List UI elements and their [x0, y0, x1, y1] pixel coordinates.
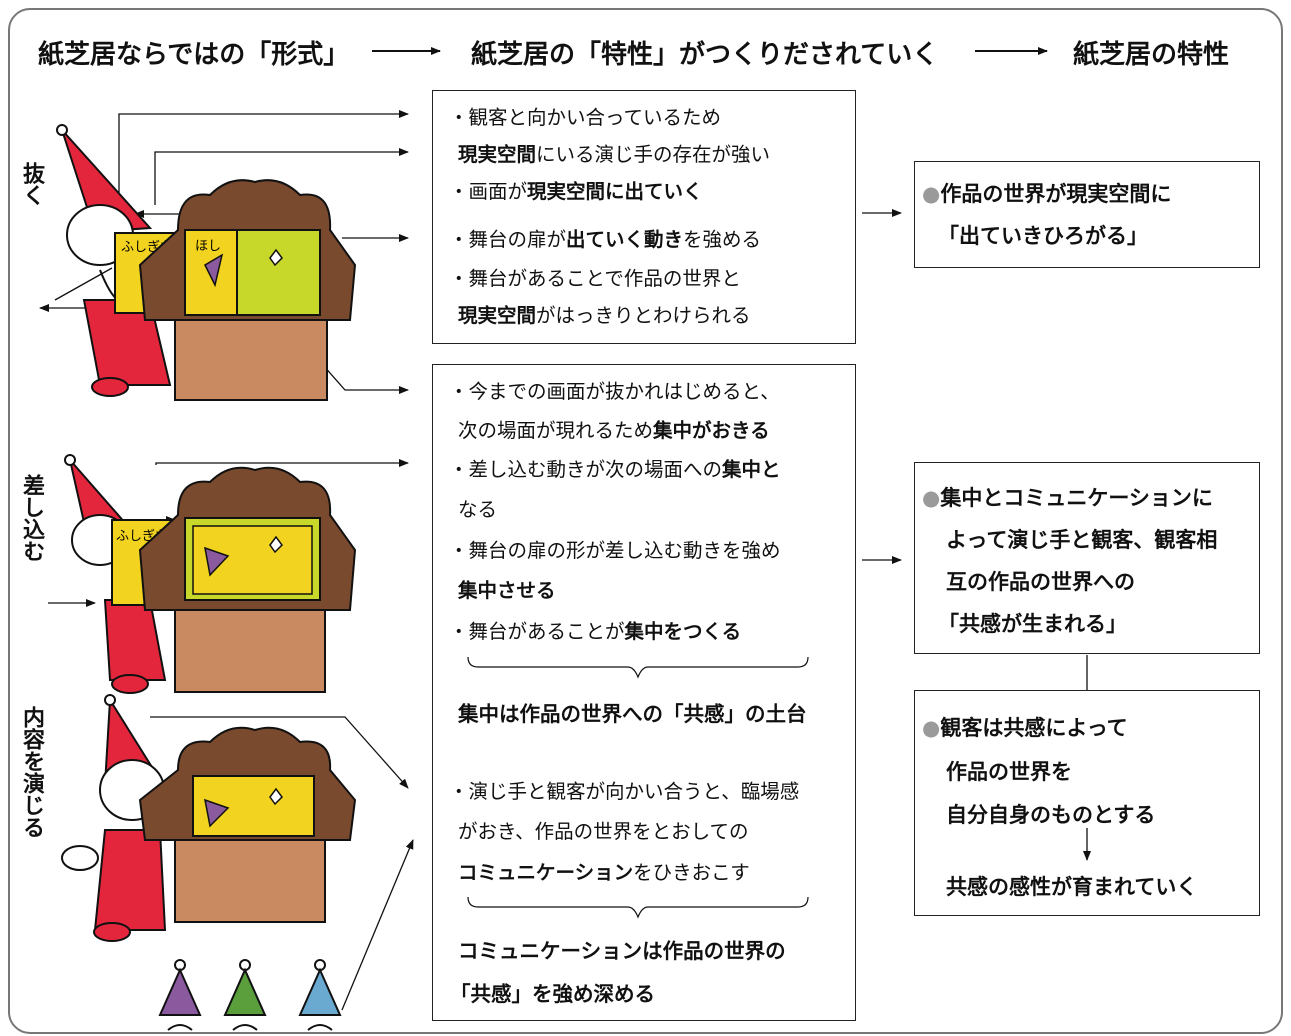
box1-line1: ・観客と向かい合っているため	[449, 106, 722, 129]
label-sashikomu: 差し込む	[19, 474, 44, 562]
box-empathy-nurtured	[914, 690, 1260, 916]
brace-2	[467, 896, 809, 919]
box2-line5: ・舞台の扉の形が差し込む動きを強め	[449, 539, 781, 562]
right3-line4: 共感の感性が育まれていく	[946, 875, 1198, 899]
gnome-3	[61, 694, 167, 942]
outer-frame	[8, 8, 1283, 1034]
stage-2	[138, 466, 357, 693]
right3-line2: 作品の世界を	[946, 760, 1072, 784]
header-characteristics-created: 紙芝居の「特性」がつくりだされていく	[471, 40, 939, 70]
box-empathy-born	[914, 462, 1260, 654]
header-form: 紙芝居ならではの「形式」	[38, 40, 350, 70]
audience-green	[223, 959, 267, 1031]
box-nuku-effects	[432, 90, 856, 344]
box-spread-out	[914, 161, 1260, 268]
audience-purple	[158, 959, 202, 1031]
right2-line3: 互の作品の世界への	[946, 570, 1135, 594]
box1-line3: ・画面が現実空間に出ていく	[449, 180, 703, 203]
box2-summary2a: コミュニケーションは作品の世界の	[458, 939, 786, 963]
box-concentration-effects	[432, 364, 856, 1021]
right3-line3: 自分自身のものとする	[946, 803, 1156, 827]
box2-line6: 集中させる	[458, 579, 556, 602]
right2-line2: よって演じ手と観客、観客相	[946, 528, 1218, 552]
box2-summary1: 集中は作品の世界への「共感」の土台	[458, 702, 807, 726]
box1-line6: 現実空間がはっきりとわけられる	[458, 304, 751, 327]
brace-1	[467, 656, 809, 679]
right2-line4: 「共感が生まれる」	[938, 612, 1127, 636]
box2-line4: なる	[458, 498, 498, 521]
right1-line2: 「出ていきひろがる」	[938, 224, 1148, 248]
box2-line8: ・演じ手と観客が向かい合うと、臨場感	[449, 780, 800, 803]
box2-line1: ・今までの画面が抜かれはじめると、	[449, 380, 780, 403]
box1-line2: 現実空間にいる演じ手の存在が強い	[458, 143, 771, 166]
right2-line1: ●集中とコミュニケーションに	[922, 486, 1213, 510]
header-characteristics: 紙芝居の特性	[1073, 40, 1230, 70]
box2-line7: ・舞台があることが集中をつくる	[449, 620, 742, 643]
box2-line10: コミュニケーションをひきおこす	[458, 861, 750, 884]
audience-blue	[298, 959, 342, 1031]
box2-line2: 次の場面が現れるため集中がおきる	[458, 419, 770, 442]
box1-line5: ・舞台があることで作品の世界と	[449, 267, 741, 290]
right1-line1: ●作品の世界が現実空間に	[922, 182, 1172, 206]
label-nuku: 抜く	[19, 162, 44, 206]
right3-line1: ●観客は共感によって	[922, 716, 1128, 740]
box2-line3: ・差し込む動きが次の場面への集中と	[449, 458, 781, 481]
stage-1: ほし	[138, 179, 357, 401]
label-naiyou: 内容を演じる	[19, 706, 44, 838]
box1-line4: ・舞台の扉が出ていく動きを強める	[449, 228, 762, 251]
stage-3	[138, 726, 357, 923]
box2-line9: がおき、作品の世界をとおしての	[458, 820, 749, 843]
box2-summary2b: 「共感」を強め深める	[450, 982, 655, 1006]
svg-text:ほし: ほし	[195, 239, 221, 254]
